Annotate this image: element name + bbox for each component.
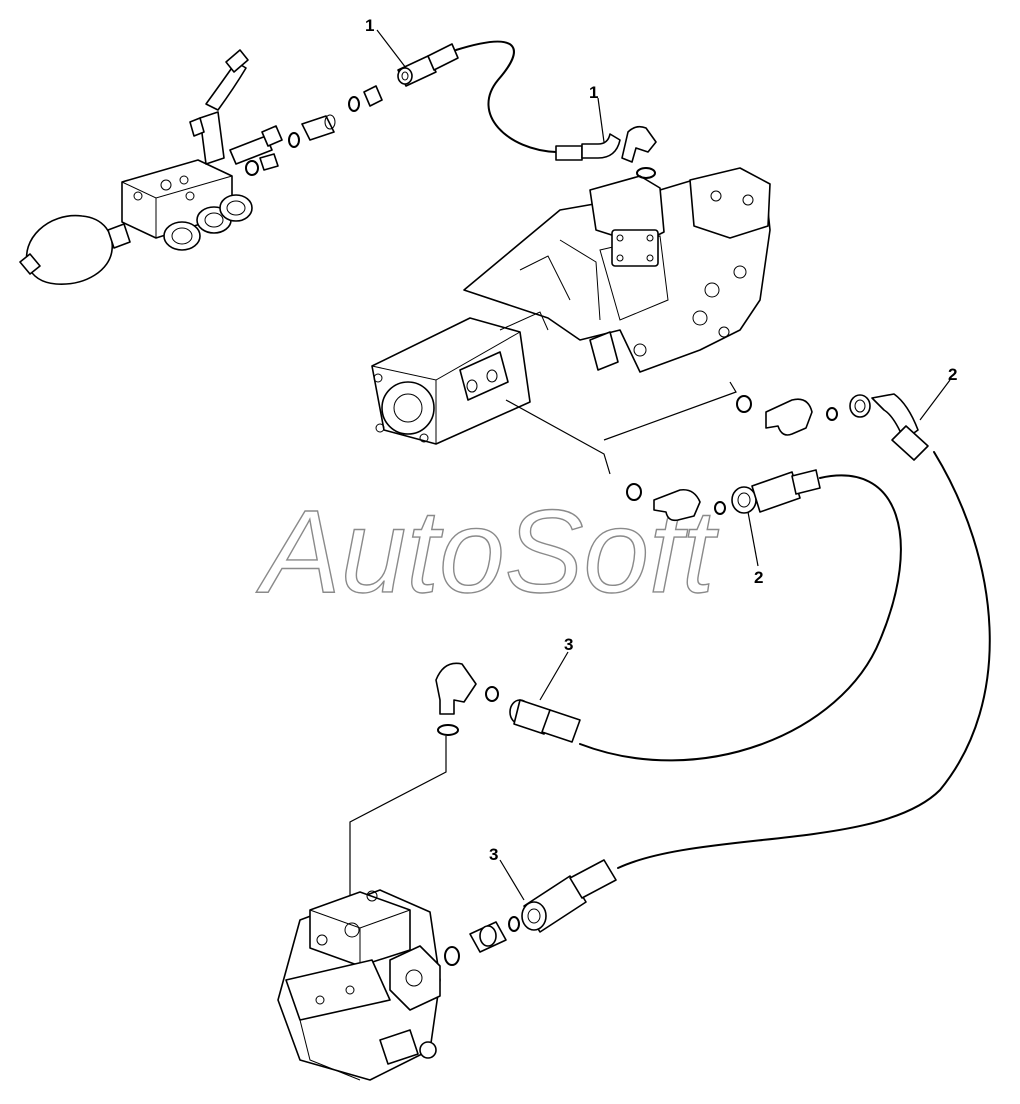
fitting-chain-upper-left bbox=[245, 85, 383, 176]
hose-3 bbox=[579, 474, 902, 762]
callout-label: 1 bbox=[589, 83, 598, 102]
callout-2a: 2 bbox=[919, 365, 957, 421]
callout-1a: 1 bbox=[365, 16, 407, 69]
hose-3-lower-fittings bbox=[435, 662, 581, 743]
accumulator-valve-block bbox=[19, 49, 283, 285]
leader-line-c bbox=[349, 736, 447, 896]
callout-label: 3 bbox=[564, 635, 573, 654]
hose-2 bbox=[617, 451, 991, 869]
hose-2-upper-fittings bbox=[736, 393, 929, 461]
leader-line-a bbox=[603, 381, 737, 441]
watermark: AutoSoft bbox=[256, 486, 719, 618]
o-ring-top bbox=[636, 167, 656, 179]
callout-1b: 1 bbox=[589, 83, 605, 143]
leader-line-b bbox=[505, 399, 611, 475]
callout-label: 2 bbox=[948, 365, 957, 384]
callout-3b: 3 bbox=[539, 635, 573, 701]
hose-3-upper-fittings bbox=[626, 469, 821, 522]
hydraulic-pump bbox=[371, 167, 771, 445]
hose-1 bbox=[397, 40, 657, 163]
control-valve bbox=[277, 889, 441, 1081]
callout-label: 1 bbox=[365, 16, 374, 35]
hose-2-lower-fittings bbox=[444, 859, 617, 966]
callout-label: 2 bbox=[754, 568, 763, 587]
callout-2b: 3 bbox=[489, 845, 525, 901]
callout-3a: 2 bbox=[747, 511, 763, 587]
callout-label: 3 bbox=[489, 845, 498, 864]
